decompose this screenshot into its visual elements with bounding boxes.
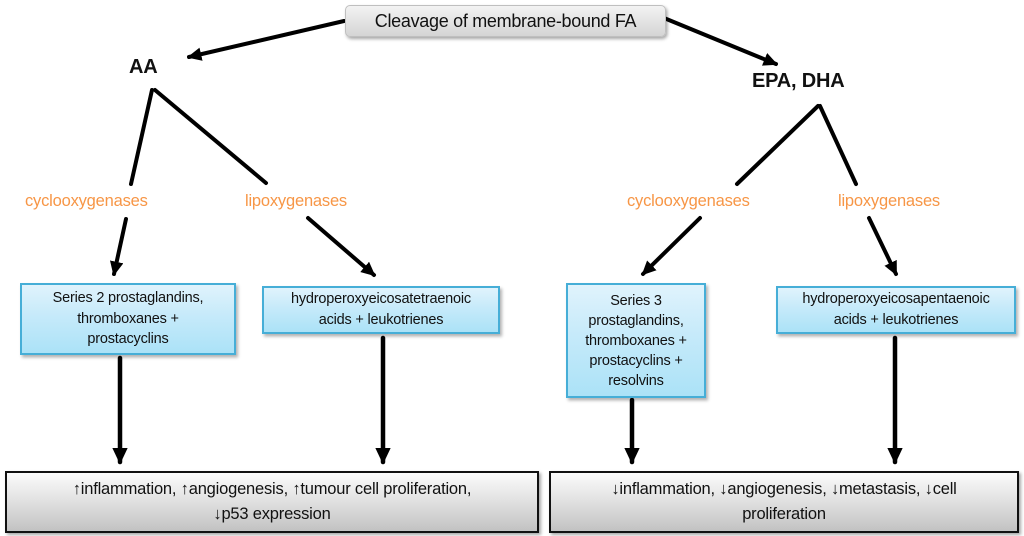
enzyme-label-lox-left: lipoxygenases <box>245 192 347 210</box>
product-line: Series 3 <box>610 292 662 309</box>
substrate-aa-label: AA <box>129 56 158 78</box>
product-line: hydroperoxyeicosapentaenoic <box>802 291 990 308</box>
arrow-root-to-aa <box>187 19 346 61</box>
arrow-lox-left-to-product <box>306 216 376 277</box>
outcome-box-left: ↑inflammation, ↑angiogenesis, ↑tumour ce… <box>5 471 539 533</box>
arrow-root-to-epa-dha <box>662 16 778 66</box>
product-line: thromboxanes + <box>77 310 179 327</box>
enzyme-label-cox-right: cyclooxygenases <box>627 192 750 210</box>
arrow-cox-right-to-product <box>641 216 702 276</box>
product-line: thromboxanes + <box>585 332 687 349</box>
outcome-line: ↑inflammation, ↑angiogenesis, ↑tumour ce… <box>72 480 472 499</box>
substrate-epa-dha-label: EPA, DHA <box>752 70 845 92</box>
product-line: prostacyclins <box>87 331 169 348</box>
product-line: acids + leukotrienes <box>833 312 959 328</box>
enzyme-label-lox-right: lipoxygenases <box>838 192 940 210</box>
outcome-line: ↓p53 expression <box>213 505 331 523</box>
line-aa-to-cox <box>129 88 154 186</box>
outcome-line: proliferation <box>742 505 826 523</box>
product-box-series2: Series 2 prostaglandins, thromboxanes + … <box>20 283 236 355</box>
outcome-line: ↓inflammation, ↓angiogenesis, ↓metastasi… <box>611 480 957 499</box>
outcome-box-right: ↓inflammation, ↓angiogenesis, ↓metastasi… <box>549 471 1019 533</box>
product-line: acids + leukotrienes <box>318 312 444 328</box>
product-box-series3: Series 3 prostaglandins, thromboxanes + … <box>566 283 706 398</box>
root-box-cleavage: Cleavage of membrane-bound FA <box>345 5 666 37</box>
product-line: prostacyclins + <box>589 352 683 369</box>
product-line: hydroperoxyeicosatetraenoic <box>291 291 471 308</box>
enzyme-label-cox-left: cyclooxygenases <box>25 192 148 210</box>
line-epa-to-lox <box>818 104 858 186</box>
product-line: Series 2 prostaglandins, <box>52 290 204 307</box>
arrow-cox-left-to-product <box>109 217 128 276</box>
line-epa-to-cox <box>735 104 820 186</box>
product-box-hpete-leukotrienes: hydroperoxyeicosatetraenoic acids + leuk… <box>262 286 500 334</box>
line-aa-to-lox <box>153 88 268 185</box>
product-box-hpepe-leukotrienes: hydroperoxyeicosapentaenoic acids + leuk… <box>776 286 1016 334</box>
product-line: prostaglandins, <box>588 312 684 329</box>
arrow-lox-right-to-product <box>867 216 898 276</box>
product-line: resolvins <box>608 372 664 389</box>
